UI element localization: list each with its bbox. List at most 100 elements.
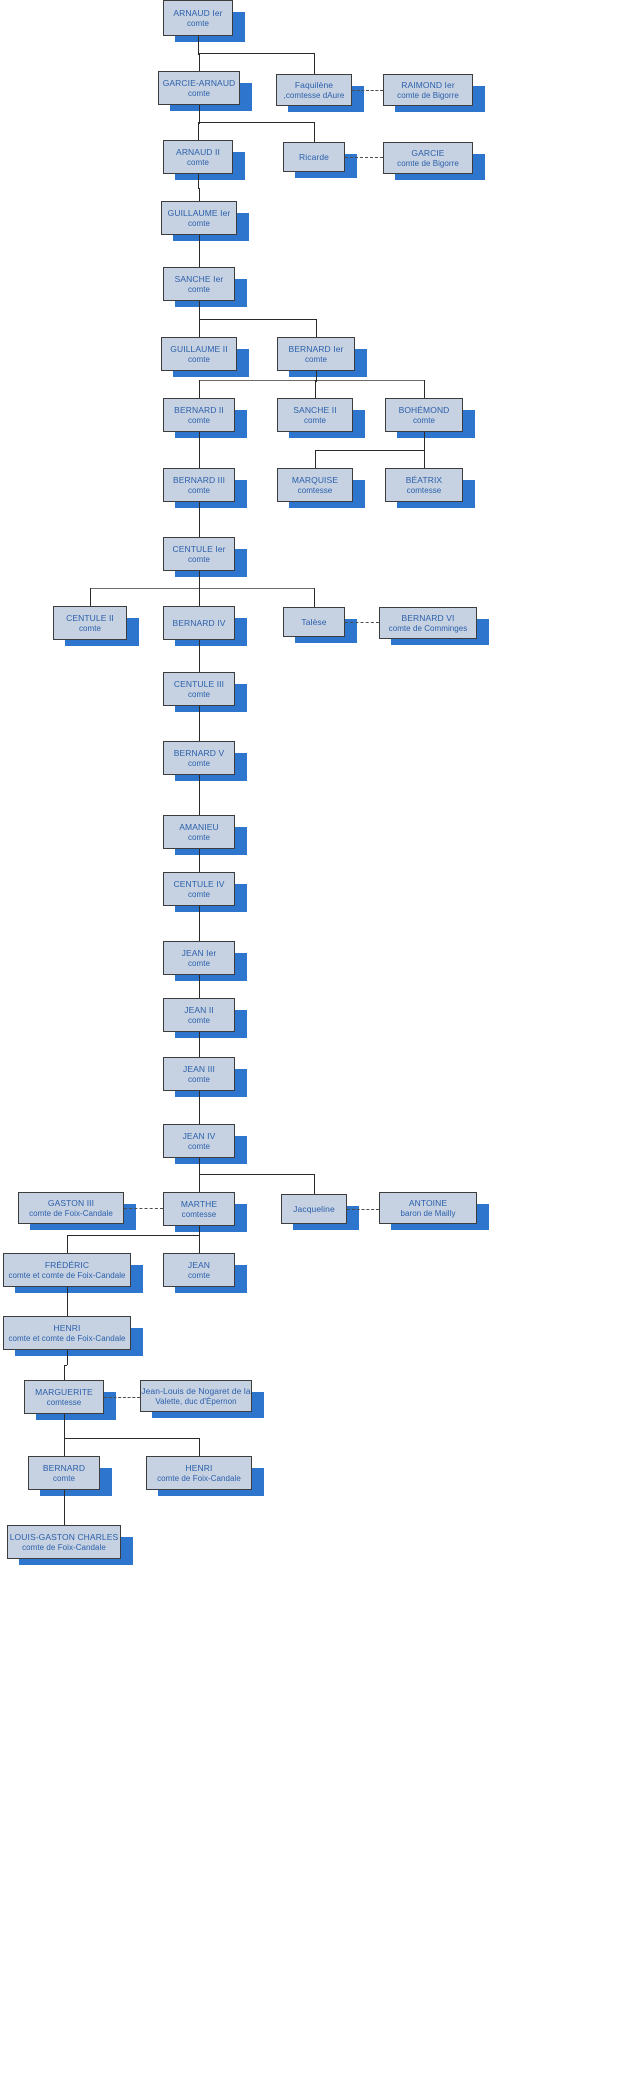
node-title: comte: [187, 832, 211, 842]
connector-vertical: [199, 1174, 200, 1176]
node-name: BERNARD III: [172, 474, 226, 485]
connector-vertical: [199, 775, 200, 815]
connector-vertical: [316, 319, 317, 337]
connector-vertical: [199, 1032, 200, 1057]
connector-vertical: [67, 1350, 68, 1365]
node-title: comte: [186, 157, 210, 167]
node-talese[interactable]: Talèse: [283, 607, 345, 637]
node-title: comte de Bigorre: [397, 158, 459, 168]
marriage-link: [104, 1397, 140, 1398]
connector-horizontal: [199, 319, 316, 320]
node-name: BERNARD VI: [401, 612, 455, 623]
node-name: BÉATRIX: [405, 474, 443, 485]
connector-vertical: [198, 122, 199, 140]
node-title: comte: [187, 889, 211, 899]
connector-horizontal: [199, 1174, 314, 1175]
connector-vertical: [314, 53, 315, 74]
connector-vertical: [199, 122, 200, 124]
node-name: BERNARD IV: [172, 617, 226, 628]
node-name: ARNAUD II: [176, 146, 220, 157]
node-title: comte: [187, 284, 211, 294]
connector-vertical: [198, 36, 199, 54]
node-title: comte: [187, 1074, 211, 1084]
connector-horizontal: [64, 1438, 199, 1439]
connector-horizontal: [198, 53, 314, 54]
connector-horizontal: [67, 1235, 199, 1236]
node-name: CENTULE III: [173, 678, 225, 689]
node-faquilene[interactable]: Faquilène,comtesse dAure: [276, 74, 352, 106]
connector-vertical: [199, 1438, 200, 1456]
node-title: comte: [187, 1015, 211, 1025]
connector-vertical: [199, 640, 200, 672]
connector-vertical: [424, 450, 425, 452]
node-title: comte: [187, 485, 211, 495]
node-name: ARNAUD Ier: [173, 7, 223, 18]
connector-horizontal: [64, 1365, 67, 1366]
node-title: comte: [187, 415, 211, 425]
node-title: comtesse: [46, 1397, 82, 1407]
node-title: Valette, duc d'Épernon: [155, 1396, 237, 1406]
connector-vertical: [199, 975, 200, 998]
node-name: CENTULE Ier: [172, 543, 226, 554]
node-bernard4[interactable]: BERNARD IV: [163, 606, 235, 640]
connector-vertical: [199, 105, 200, 123]
node-title: comtesse: [181, 1209, 217, 1219]
connector-vertical: [198, 53, 199, 55]
node-title: comte: [187, 1270, 211, 1280]
marriage-link: [345, 157, 383, 158]
node-title: comte: [187, 88, 211, 98]
connector-vertical: [199, 432, 200, 468]
connector-vertical: [199, 319, 200, 321]
connector-vertical: [199, 588, 200, 606]
connector-vertical: [199, 53, 200, 71]
connector-vertical: [64, 1490, 65, 1525]
connector-vertical: [199, 906, 200, 941]
marriage-link: [124, 1208, 163, 1209]
node-ricarde[interactable]: Ricarde: [283, 142, 345, 172]
connector-vertical: [199, 1091, 200, 1124]
node-name: HENRI: [185, 1462, 213, 1473]
node-title: comte: [186, 18, 210, 28]
connector-vertical: [64, 1438, 65, 1456]
node-jacqueline[interactable]: Jacqueline: [281, 1194, 347, 1224]
connector-vertical: [199, 571, 200, 589]
marriage-link: [352, 90, 383, 91]
